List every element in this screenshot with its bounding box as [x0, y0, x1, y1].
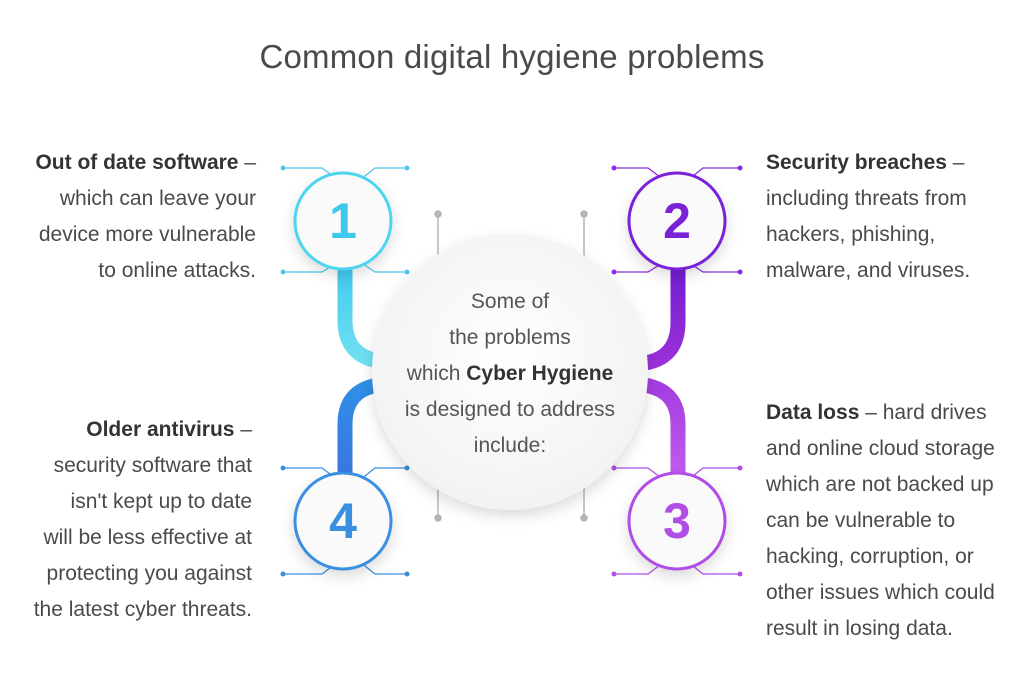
center-line-3-prefix: which — [406, 362, 467, 385]
description-2-title: Security breaches — [766, 151, 947, 174]
description-3-line: hacking, corruption, or — [766, 545, 974, 568]
description-4-line: isn't kept up to date — [70, 490, 252, 513]
description-4: Older antivirus – security software that… — [0, 412, 252, 628]
description-4-line: protecting you against — [46, 562, 252, 585]
number-4: 4 — [329, 493, 357, 549]
description-1-line: which can leave your — [59, 187, 256, 210]
circle-2 — [627, 171, 727, 271]
description-3-line: other issues which could — [766, 581, 995, 604]
center-highlight: Cyber Hygiene — [466, 362, 614, 385]
description-3-line: which are not backed up — [766, 473, 994, 496]
description-3-heading: Data loss – hard drives — [766, 395, 1020, 431]
description-2-line: malware, and viruses. — [766, 259, 971, 282]
description-3: Data loss – hard drives and online cloud… — [766, 395, 1020, 647]
number-1: 1 — [329, 193, 357, 249]
center-line-3: which Cyber Hygiene — [380, 356, 640, 392]
center-line-2: the problems — [449, 326, 571, 349]
description-2-line: hackers, phishing, — [766, 223, 936, 246]
number-3: 3 — [663, 493, 691, 549]
description-1-heading: Out of date software – — [0, 145, 256, 181]
number-2: 2 — [663, 193, 691, 249]
circle-4 — [293, 471, 393, 571]
description-4-line: the latest cyber threats. — [33, 598, 252, 621]
description-1-line: to online attacks. — [98, 259, 256, 282]
description-1-dash: – — [238, 151, 256, 174]
description-2-dash: – — [946, 151, 965, 174]
description-1: Out of date software – which can leave y… — [0, 145, 256, 289]
center-line-1: Some of — [470, 290, 550, 313]
description-1-title: Out of date software — [35, 151, 239, 174]
description-4-title: Older antivirus — [86, 418, 235, 441]
center-line-5: include: — [473, 434, 547, 457]
description-2-line: including threats from — [766, 187, 967, 210]
center-line-4: is designed to address — [404, 398, 616, 421]
description-4-dash: – — [234, 418, 252, 441]
description-3-title: Data loss — [766, 401, 860, 424]
description-2-heading: Security breaches – — [766, 145, 1016, 181]
description-1-line: device more vulnerable — [38, 223, 256, 246]
description-2: Security breaches – including threats fr… — [766, 145, 1016, 289]
description-3-line: can be vulnerable to — [766, 509, 956, 532]
center-text: Some of the problems which Cyber Hygiene… — [380, 284, 640, 464]
description-3-rest: – hard drives — [859, 401, 987, 424]
description-4-line: security software that — [53, 454, 252, 477]
page-title: Common digital hygiene problems — [259, 38, 765, 75]
circle-1 — [293, 171, 393, 271]
description-4-heading: Older antivirus – — [0, 412, 252, 448]
description-3-line: and online cloud storage — [766, 437, 995, 460]
circle-3 — [627, 471, 727, 571]
description-3-line: result in losing data. — [766, 617, 953, 640]
description-4-line: will be less effective at — [43, 526, 252, 549]
center-circle — [372, 234, 648, 510]
